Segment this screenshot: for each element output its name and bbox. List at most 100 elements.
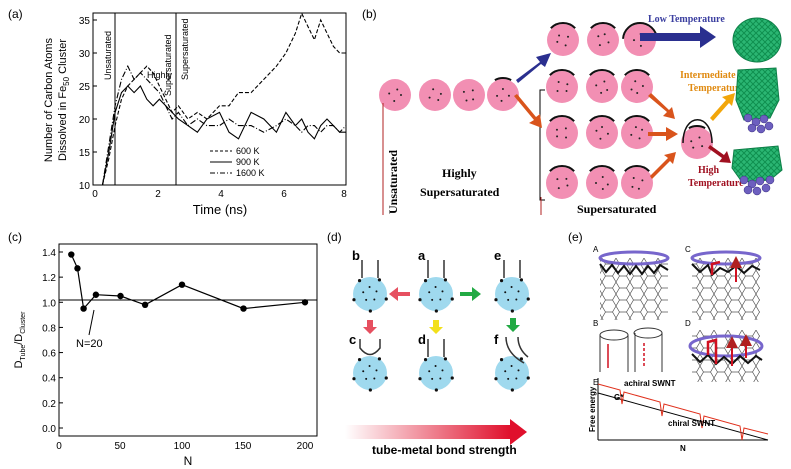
- c-ylabel-sub2: Cluster: [20, 311, 27, 334]
- e-nanotube-d: [688, 330, 764, 382]
- panel-a-ylabel-1: Number of Carbon Atoms: [43, 37, 55, 162]
- b-mid-temp-2: Temperature: [688, 83, 744, 94]
- d-bulk-atom: [373, 298, 376, 301]
- d-bulk-atom: [428, 291, 431, 294]
- d-cluster: [353, 277, 387, 311]
- b-cluster: [419, 79, 451, 111]
- b-cluster-atom: [400, 94, 402, 96]
- b-cluster: [547, 24, 579, 56]
- a-xtick-8: 8: [341, 189, 347, 200]
- b-cluster-atom: [500, 99, 503, 102]
- d-surface-atom: [443, 278, 448, 282]
- d-bulk-atom: [431, 377, 434, 380]
- d-surface-atom: [494, 377, 498, 381]
- panel-b-label: (b): [362, 7, 377, 21]
- d-bulk-atom: [362, 370, 365, 373]
- b-carbon-cap: [590, 22, 616, 29]
- a-ytick-20: 20: [79, 115, 91, 126]
- d-bulk-atom: [507, 298, 510, 301]
- d-surface-atom: [443, 357, 448, 361]
- c-annotation-arrow: [88, 309, 95, 336]
- b-bracket: [539, 89, 545, 201]
- b-cluster: [546, 71, 578, 103]
- b-cluster-atom: [641, 128, 644, 131]
- b-carbon-cap: [624, 165, 650, 172]
- d-tube: [359, 339, 381, 356]
- panel-a-y-ticks: 10 15 20 25 30 35: [79, 16, 97, 192]
- b-carbon-cap: [549, 115, 575, 122]
- d-arrow-down-b: [363, 320, 377, 334]
- b-cluster-atom: [692, 146, 695, 149]
- d-bulk-atom: [517, 369, 520, 372]
- e-nanotube-a: [598, 250, 670, 320]
- c-point: [80, 305, 87, 312]
- panel-e-label: (e): [568, 230, 583, 244]
- d-bulk-atom: [373, 377, 376, 380]
- b-cluster: [681, 127, 713, 159]
- e-sub-b: B: [593, 319, 598, 328]
- b-carbon-cap: [494, 77, 512, 81]
- panel-c-xlabel: N: [184, 454, 193, 468]
- b-cluster: [546, 117, 578, 149]
- d-surface-atom: [377, 278, 382, 282]
- d-arrow-down-a: [429, 320, 443, 334]
- b-cluster-atom: [567, 35, 570, 38]
- c-xtick-100: 100: [174, 441, 191, 452]
- a-xtick-0: 0: [92, 189, 98, 200]
- a-ylabel-sub: 50: [62, 76, 71, 85]
- d-surface-atom: [377, 357, 382, 361]
- e-chiral-line: [597, 392, 769, 441]
- d-cluster: [419, 277, 453, 311]
- b-cluster-atom: [641, 179, 644, 182]
- e-chiral-label: chiral SWNT: [668, 419, 715, 428]
- b-cluster-atom: [599, 137, 602, 140]
- d-letter: f: [494, 332, 499, 347]
- b-cluster: [546, 167, 578, 199]
- b-cluster-atom: [558, 34, 561, 37]
- b-cluster-atom: [636, 91, 639, 94]
- d-tube: [427, 260, 445, 278]
- d-bulk-atom: [375, 290, 378, 293]
- d-bulk-atom: [365, 377, 368, 380]
- c-ytick-label: 1.0: [42, 298, 56, 309]
- a-region-super: Supersaturated: [180, 18, 190, 80]
- d-surface-atom: [352, 298, 356, 302]
- b-arrow-mid-1: [648, 93, 675, 119]
- d-surface-atom: [352, 377, 356, 381]
- d-surface-atom: [450, 297, 454, 301]
- d-surface-atom: [357, 357, 362, 362]
- d-surface-atom: [510, 388, 514, 392]
- d-bulk-atom: [441, 369, 444, 372]
- c-xtick-50: 50: [114, 441, 126, 452]
- b-cluster-atom: [556, 135, 559, 138]
- a-ytick-25: 25: [79, 82, 91, 93]
- e-sub-d: D: [685, 319, 691, 328]
- b-carbon-cap: [624, 115, 650, 122]
- d-surface-atom: [434, 309, 438, 313]
- b-cluster-atom: [557, 81, 560, 84]
- d-bond-gradient-head: [510, 419, 527, 445]
- c-annotation: N=20: [76, 338, 103, 350]
- d-surface-atom: [357, 278, 362, 283]
- panel-c-label: (c): [8, 230, 22, 244]
- b-cluster-atom: [556, 40, 559, 43]
- a-region-unsaturated: Unsaturated: [103, 31, 113, 80]
- e-sub-a: A: [593, 245, 599, 254]
- d-surface-atom: [368, 309, 372, 313]
- panel-a: (a) 10 15 20 25 30 35 0 2 4 6 8 Time (ns…: [8, 7, 347, 217]
- d-surface-atom: [368, 388, 372, 392]
- b-cluster-atom: [565, 89, 568, 92]
- d-surface-atom: [499, 278, 504, 283]
- a-series-600k: [101, 11, 346, 186]
- d-bulk-atom: [504, 370, 507, 373]
- b-cluster-atom: [465, 99, 468, 102]
- panel-d-label: (d): [327, 230, 342, 244]
- panel-e: (e) A C B D E: [568, 230, 769, 453]
- b-cluster-atom: [496, 94, 499, 97]
- d-surface-atom: [384, 376, 388, 380]
- b-carbon-cap: [589, 69, 615, 76]
- b-cluster-atom: [437, 99, 440, 102]
- panel-a-legend: 600 K 900 K 1600 K: [210, 146, 265, 178]
- b-cluster-atom: [606, 89, 609, 92]
- e-sub-e: E: [593, 378, 598, 387]
